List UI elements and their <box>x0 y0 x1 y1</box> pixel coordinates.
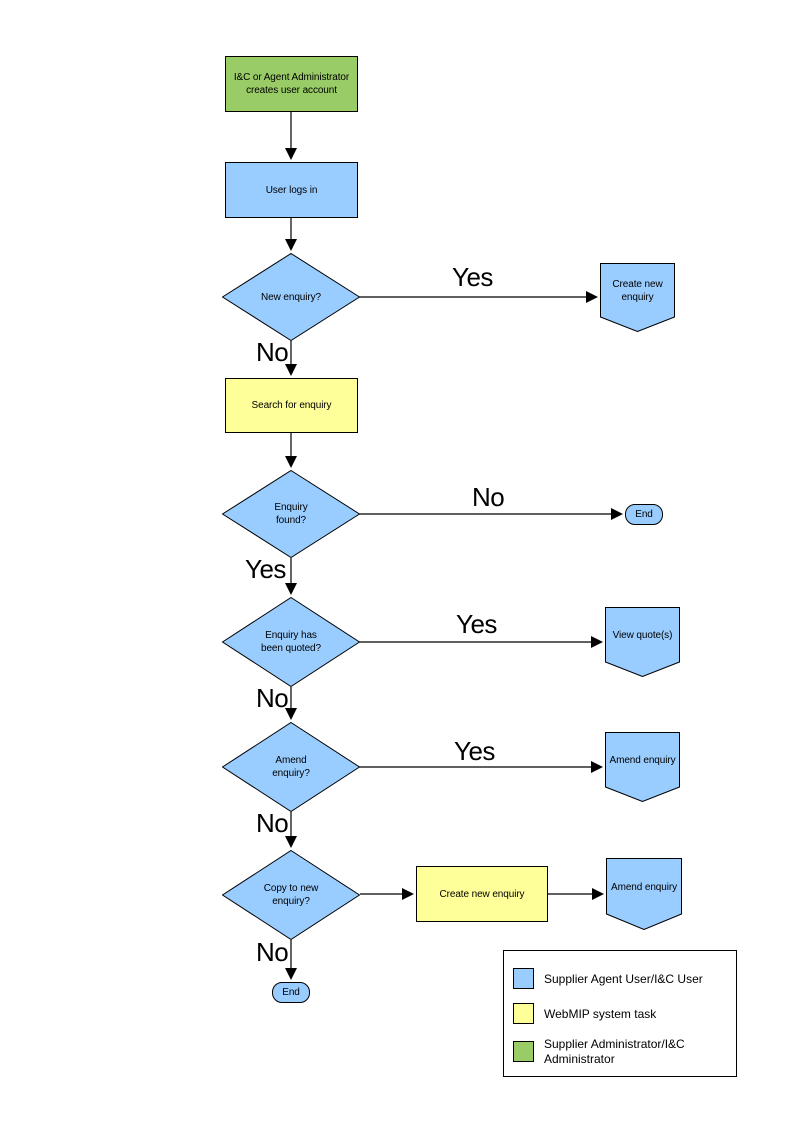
decision-copy-to-new-enquiry-label: Copy to new enquiry? <box>263 883 319 907</box>
offpage-amend-enquiry-1: Amend enquiry <box>605 732 680 802</box>
legend: Supplier Agent User/I&C User WebMIP syst… <box>503 950 737 1077</box>
offpage-create-new-enquiry: Create new enquiry <box>600 263 675 332</box>
edge-label-quoted-yes: Yes <box>456 609 497 639</box>
process-user-logs-in-label: User logs in <box>265 184 318 196</box>
edge-label-quoted-no: No <box>256 683 289 713</box>
legend-label-admin: Supplier Administrator/I&C Administrator <box>544 1037 685 1066</box>
edge-label-amend-no: No <box>256 808 289 838</box>
process-create-user-account-label: I&C or Agent Administrator creates user … <box>233 72 350 96</box>
terminator-end-bottom: End <box>272 982 310 1003</box>
legend-swatch-system <box>513 1003 534 1024</box>
edge-label-new-enquiry-no: No <box>256 337 289 367</box>
diamond-shape <box>222 850 360 940</box>
offpage-amend-enquiry-1-label: Amend enquiry <box>609 754 676 766</box>
edge-label-enquiry-found-yes: Yes <box>245 554 286 584</box>
edge-label-copy-no: No <box>256 937 289 967</box>
offpage-shape <box>606 858 682 930</box>
decision-enquiry-found: Enquiry found? <box>222 470 360 558</box>
diamond-shape <box>222 470 360 558</box>
process-search-for-enquiry: Search for enquiry <box>225 378 358 433</box>
decision-enquiry-found-label: Enquiry found? <box>274 502 308 526</box>
decision-new-enquiry-label: New enquiry? <box>261 291 321 303</box>
offpage-view-quotes-label: View quote(s) <box>612 629 673 641</box>
terminator-end-right-label: End <box>635 509 653 520</box>
offpage-create-new-enquiry-label: Create new enquiry <box>612 278 663 303</box>
terminator-end-right: End <box>625 504 663 525</box>
edge-label-amend-yes: Yes <box>454 736 495 766</box>
terminator-end-bottom-label: End <box>282 987 300 998</box>
decision-amend-enquiry-label: Amend enquiry? <box>272 755 310 779</box>
edge-label-enquiry-found-no: No <box>472 482 505 512</box>
decision-copy-to-new-enquiry: Copy to new enquiry? <box>222 850 360 940</box>
offpage-amend-enquiry-2-label: Amend enquiry <box>611 881 677 893</box>
legend-label-user: Supplier Agent User/I&C User <box>544 972 703 986</box>
offpage-view-quotes: View quote(s) <box>605 607 680 677</box>
diamond-shape <box>222 722 360 812</box>
diamond-shape <box>222 253 360 341</box>
process-user-logs-in: User logs in <box>225 162 358 218</box>
edge-label-new-enquiry-yes: Yes <box>452 262 493 292</box>
process-create-new-enquiry: Create new enquiry <box>416 866 548 922</box>
legend-swatch-user <box>513 968 534 989</box>
diamond-shape <box>222 597 360 687</box>
decision-enquiry-quoted-label: Enquiry has been quoted? <box>261 630 321 654</box>
offpage-amend-enquiry-2: Amend enquiry <box>606 858 682 930</box>
process-create-user-account: I&C or Agent Administrator creates user … <box>225 56 358 112</box>
offpage-shape <box>600 263 675 332</box>
legend-swatch-admin <box>513 1041 534 1062</box>
offpage-shape <box>605 732 680 802</box>
process-create-new-enquiry-label: Create new enquiry <box>439 888 525 900</box>
process-search-for-enquiry-label: Search for enquiry <box>251 400 332 411</box>
legend-label-system: WebMIP system task <box>544 1007 657 1021</box>
decision-amend-enquiry: Amend enquiry? <box>222 722 360 812</box>
decision-enquiry-quoted: Enquiry has been quoted? <box>222 597 360 687</box>
offpage-shape <box>605 607 680 677</box>
decision-new-enquiry: New enquiry? <box>222 253 360 341</box>
